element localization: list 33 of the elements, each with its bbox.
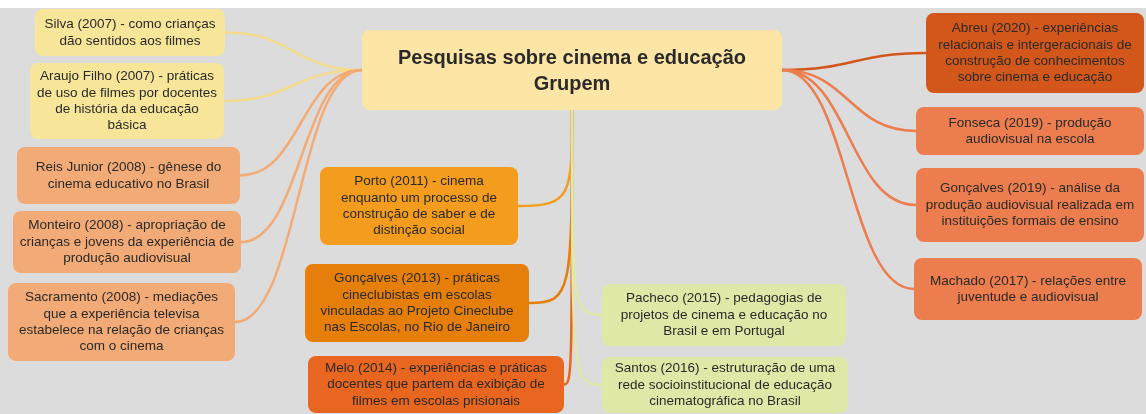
topic-text: Santos (2016) - estruturação de uma rede socioinstitucional de educação cinematográfica no Brasil xyxy=(613,360,837,410)
topic-text: Machado (2017) - relações entre juventude e audiovisual xyxy=(929,272,1127,306)
topic-box xyxy=(8,283,235,361)
topic-box xyxy=(30,63,224,139)
connector-line xyxy=(234,68,363,324)
topic-text: Fonseca (2019) - produção audiovisual na escola xyxy=(947,114,1113,148)
topic-box xyxy=(13,211,241,273)
topic-text: Pacheco (2015) - pedagogias de projetos de cinema e educação no Brasil e em Portugal xyxy=(619,290,829,340)
topic-text: Monteiro (2008) - apropriação de crianças e jovens da experiência de produção audiovisual xyxy=(19,217,235,267)
topic-text: Reis Junior (2008) - gênese do cinema educativo no Brasil xyxy=(34,159,223,192)
topic-text: Silva (2007) - como crianças dão sentidos aos filmes xyxy=(43,16,217,49)
topic-text: Gonçalves (2019) - análise da produção audiovisual realizada em instituições formais de ensino xyxy=(924,180,1136,230)
topic-box xyxy=(926,13,1144,93)
topic-box xyxy=(305,264,529,342)
topic-text: Gonçalves (2013) - práticas cineclubistas em escolas vinculadas ao Projeto Cineclube nas Escolas, no Rio de Janeiro xyxy=(319,270,515,336)
topic-box xyxy=(916,168,1144,242)
topic-box xyxy=(914,258,1142,320)
topic-box xyxy=(35,9,225,56)
topic-box xyxy=(320,167,518,245)
topic-text: Araujo Filho (2007) - práticas de uso de filmes por docentes de história da educação básica xyxy=(36,68,218,134)
central-topic-box xyxy=(362,30,782,110)
topic-text: Melo (2014) - experiências e práticas docentes que partem da exibição de filmes em escolas prisionais xyxy=(323,359,549,410)
topic-box xyxy=(602,284,846,346)
topic-box xyxy=(916,107,1144,155)
topic-text: Sacramento (2008) - mediações que a experiência televisa estabelece na relação de crianças com o cinema xyxy=(18,289,225,355)
topic-text: Abreu (2020) - experiências relacionais e intergeracionais de construção de conhecimentos sobre cinema e educação xyxy=(937,20,1133,86)
topic-text: Porto (2011) - cinema enquanto um processo de construção de saber e de distinção social xyxy=(339,173,499,239)
topic-box xyxy=(602,357,848,413)
connector-line xyxy=(570,110,603,387)
topic-box xyxy=(308,356,564,413)
topic-box xyxy=(17,147,240,204)
central-topic-text: Pesquisas sobre cinema e educação Grupem xyxy=(397,45,747,96)
connector-line xyxy=(781,68,915,291)
